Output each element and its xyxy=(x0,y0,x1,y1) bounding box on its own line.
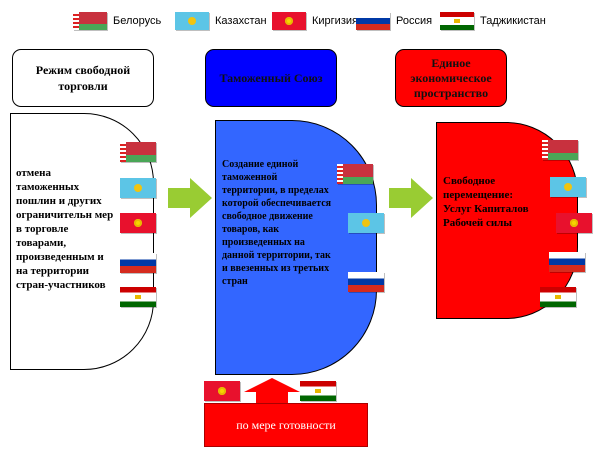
kyrgyzstan-flag-icon xyxy=(120,213,156,233)
legend-label: Киргизия xyxy=(312,15,358,27)
legend-item-kazakhstan: Казахстан xyxy=(175,10,267,32)
tajikistan-flag-icon xyxy=(120,287,156,307)
belarus-flag-icon xyxy=(73,12,107,30)
legend-label: Белорусь xyxy=(113,15,162,27)
russia-flag-icon xyxy=(549,252,585,272)
legend-item-belarus: Белорусь xyxy=(73,10,161,32)
legend-label: Таджикистан xyxy=(480,15,546,27)
kyrgyzstan-flag-icon xyxy=(272,12,306,30)
legend-label: Казахстан xyxy=(215,15,267,27)
kazakhstan-flag-icon xyxy=(348,213,384,233)
kazakhstan-flag-icon xyxy=(550,177,586,197)
stage-1-text: отмена таможенных пошлин и других ограни… xyxy=(16,167,114,291)
legend-item-kyrgyzstan: Киргизия xyxy=(272,10,358,32)
russia-flag-icon xyxy=(356,12,390,30)
belarus-flag-icon xyxy=(120,142,156,162)
stage-3-text: Свободное перемещение: Услуг Капиталов Р… xyxy=(443,175,529,229)
russia-flag-icon xyxy=(348,272,384,292)
russia-flag-icon xyxy=(120,253,156,273)
legend-label: Россия xyxy=(396,15,433,27)
right-arrow-icon xyxy=(168,178,212,218)
kazakhstan-flag-icon xyxy=(120,178,156,198)
belarus-flag-icon xyxy=(337,164,373,184)
readiness-box: по мере готовности xyxy=(204,403,368,447)
up-arrow-icon xyxy=(244,378,300,406)
stage-2-shape xyxy=(215,120,377,375)
stage-2-header: Таможенный Союз xyxy=(205,49,337,107)
tajikistan-flag-icon xyxy=(540,287,576,307)
kyrgyzstan-flag-icon xyxy=(204,381,240,401)
stage-2-text: Создание единой таможенной территории, в… xyxy=(222,159,332,287)
stage-1-header: Режим свободной торговли xyxy=(12,49,154,107)
legend-item-russia: Россия xyxy=(356,10,432,32)
stage-3-header: Единое экономическое пространство xyxy=(395,49,507,107)
right-arrow-icon xyxy=(389,178,433,218)
tajikistan-flag-icon xyxy=(300,381,336,401)
kyrgyzstan-flag-icon xyxy=(556,213,592,233)
legend-item-tajikistan: Таджикистан xyxy=(440,10,546,32)
tajikistan-flag-icon xyxy=(440,12,474,30)
kazakhstan-flag-icon xyxy=(175,12,209,30)
belarus-flag-icon xyxy=(542,140,578,160)
